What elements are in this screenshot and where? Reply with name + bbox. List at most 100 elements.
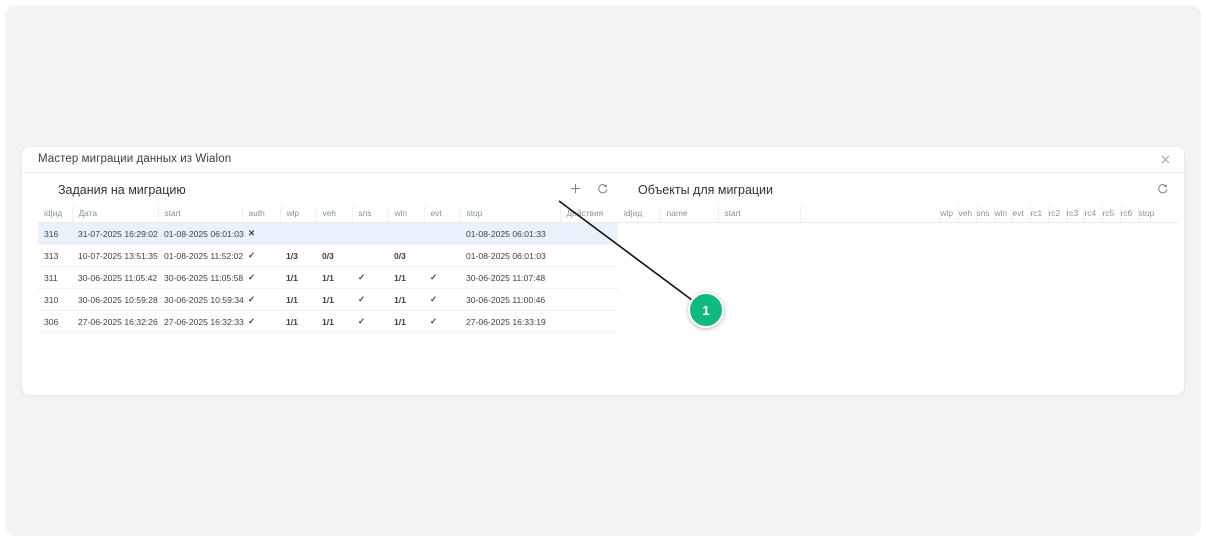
migration-wizard-dialog: Мастер миграции данных из Wialon Задания… xyxy=(22,147,1184,395)
cell-veh: 1/1 xyxy=(316,266,352,289)
cell-wln: 0/3 xyxy=(388,244,424,267)
tasks-table-header: id|ид Дата start auth wlp veh sns wln ev… xyxy=(38,205,618,223)
dialog-body: Задания на миграцию xyxy=(22,173,1184,394)
cell-veh: 0/3 xyxy=(316,244,352,267)
objects-col-id[interactable]: id|ид xyxy=(618,205,661,223)
cell-start: 30-06-2025 10:59:34 xyxy=(158,288,244,311)
objects-col-rc2[interactable]: rc2 xyxy=(1048,205,1067,223)
refresh-icon[interactable] xyxy=(1155,181,1170,196)
dialog-titlebar: Мастер миграции данных из Wialon xyxy=(22,147,1184,173)
cell-wln: 1/1 xyxy=(388,266,424,289)
cell-actions[interactable] xyxy=(560,310,618,333)
cell-date: 27-06-2025 16:32:26 xyxy=(72,310,158,333)
cell-evt: ✓ xyxy=(424,310,460,333)
tasks-col-veh[interactable]: veh xyxy=(316,205,353,223)
cell-stop: 01-08-2025 06:01:33 xyxy=(460,222,560,245)
tasks-col-auth[interactable]: auth xyxy=(242,205,281,223)
cell-auth: ✓ xyxy=(242,244,280,267)
objects-col-name[interactable]: name xyxy=(660,205,719,223)
table-row[interactable]: 306 27-06-2025 16:32:26 27-06-2025 16:32… xyxy=(38,310,618,333)
objects-table-header: id|ид name start wlp veh sns wln evt rc1… xyxy=(618,205,1178,223)
refresh-icon[interactable] xyxy=(595,181,610,196)
objects-col-spacer xyxy=(800,205,941,223)
cell-actions[interactable] xyxy=(560,266,618,289)
cell-stop: 27-06-2025 16:33:19 xyxy=(460,310,560,333)
close-icon[interactable] xyxy=(1158,152,1172,166)
tasks-panel: Задания на миграцию xyxy=(38,173,618,333)
cell-date: 30-06-2025 10:59:28 xyxy=(72,288,158,311)
cell-wln: 1/1 xyxy=(388,310,424,333)
cell-wlp xyxy=(280,222,316,245)
objects-panel-title: Объекты для миграции xyxy=(638,183,774,197)
cell-evt: ✓ xyxy=(424,266,460,289)
tasks-col-wlp[interactable]: wlp xyxy=(280,205,317,223)
cell-sns xyxy=(352,244,388,267)
cell-wlp: 1/1 xyxy=(280,310,316,333)
tasks-table-body: 316 31-07-2025 16:29:02 01-08-2025 06:01… xyxy=(38,222,618,333)
cell-actions[interactable] xyxy=(560,288,618,311)
cell-date: 10-07-2025 13:51:35 xyxy=(72,244,158,267)
cell-start: 27-06-2025 16:32:33 xyxy=(158,310,244,333)
tasks-col-stop[interactable]: stop xyxy=(460,205,561,223)
cell-veh: 1/1 xyxy=(316,310,352,333)
tasks-panel-title: Задания на миграцию xyxy=(58,183,186,197)
tasks-panel-header: Задания на миграцию xyxy=(38,173,618,205)
table-row[interactable]: 310 30-06-2025 10:59:28 30-06-2025 10:59… xyxy=(38,288,618,311)
table-row[interactable]: 311 30-06-2025 11:05:42 30-06-2025 11:05… xyxy=(38,266,618,289)
cell-id: 310 xyxy=(38,288,72,311)
objects-col-rc5[interactable]: rc5 xyxy=(1102,205,1121,223)
tasks-table: id|ид Дата start auth wlp veh sns wln ev… xyxy=(38,205,618,333)
cell-wlp: 1/3 xyxy=(280,244,316,267)
cell-evt xyxy=(424,222,460,245)
cell-sns xyxy=(352,222,388,245)
cell-stop: 01-08-2025 06:01:03 xyxy=(460,244,560,267)
objects-col-veh[interactable]: veh xyxy=(958,205,977,223)
objects-col-rc3[interactable]: rc3 xyxy=(1066,205,1085,223)
cell-sns: ✓ xyxy=(352,266,388,289)
dialog-title: Мастер миграции данных из Wialon xyxy=(38,153,232,165)
cell-start: 30-06-2025 11:05:58 xyxy=(158,266,243,289)
tasks-col-date[interactable]: Дата xyxy=(72,205,159,223)
cell-id: 313 xyxy=(38,244,72,267)
cell-sns: ✓ xyxy=(352,288,388,311)
cell-wlp: 1/1 xyxy=(280,288,316,311)
cell-auth: ✓ xyxy=(242,266,280,289)
cell-start: 01-08-2025 11:52:02 xyxy=(158,244,243,267)
cell-evt xyxy=(424,244,460,267)
tasks-col-evt[interactable]: evt xyxy=(424,205,461,223)
tasks-col-sns[interactable]: sns xyxy=(352,205,389,223)
table-row[interactable]: 313 10-07-2025 13:51:35 01-08-2025 11:52… xyxy=(38,244,618,267)
tasks-col-id[interactable]: id|ид xyxy=(38,205,73,223)
objects-col-rc1[interactable]: rc1 xyxy=(1030,205,1049,223)
tasks-col-start[interactable]: start xyxy=(158,205,243,223)
tasks-col-wln[interactable]: wln xyxy=(388,205,425,223)
cell-auth: ✓ xyxy=(242,288,280,311)
objects-panel-actions xyxy=(1155,181,1170,196)
objects-header-row: id|ид name start wlp veh sns wln evt rc1… xyxy=(618,205,1178,223)
objects-panel-header: Объекты для миграции xyxy=(618,173,1178,205)
objects-col-stop[interactable]: stop xyxy=(1138,205,1178,223)
cell-sns: ✓ xyxy=(352,310,388,333)
objects-col-rc4[interactable]: rc4 xyxy=(1084,205,1103,223)
objects-col-evt[interactable]: evt xyxy=(1012,205,1031,223)
objects-col-wln[interactable]: wln xyxy=(994,205,1013,223)
cell-stop: 30-06-2025 11:00:46 xyxy=(460,288,560,311)
cell-date: 31-07-2025 16:29:02 xyxy=(72,222,158,245)
cell-actions[interactable] xyxy=(560,222,618,245)
cell-actions[interactable] xyxy=(560,244,618,267)
cell-auth: ✓ xyxy=(242,310,280,333)
objects-col-start[interactable]: start xyxy=(718,205,801,223)
cell-auth: ✕ xyxy=(242,222,280,245)
plus-icon[interactable] xyxy=(568,181,583,196)
cell-veh: 1/1 xyxy=(316,288,352,311)
objects-col-wlp[interactable]: wlp xyxy=(940,205,959,223)
objects-col-sns[interactable]: sns xyxy=(976,205,995,223)
table-row[interactable]: 316 31-07-2025 16:29:02 01-08-2025 06:01… xyxy=(38,222,618,245)
cell-start: 01-08-2025 06:01:03 xyxy=(158,222,244,245)
objects-col-rc6[interactable]: rc6 xyxy=(1120,205,1139,223)
cell-stop: 30-06-2025 11:07:48 xyxy=(460,266,560,289)
cell-id: 311 xyxy=(38,266,72,289)
cell-wlp: 1/1 xyxy=(280,266,316,289)
tasks-col-actions[interactable]: Действия xyxy=(560,205,618,223)
